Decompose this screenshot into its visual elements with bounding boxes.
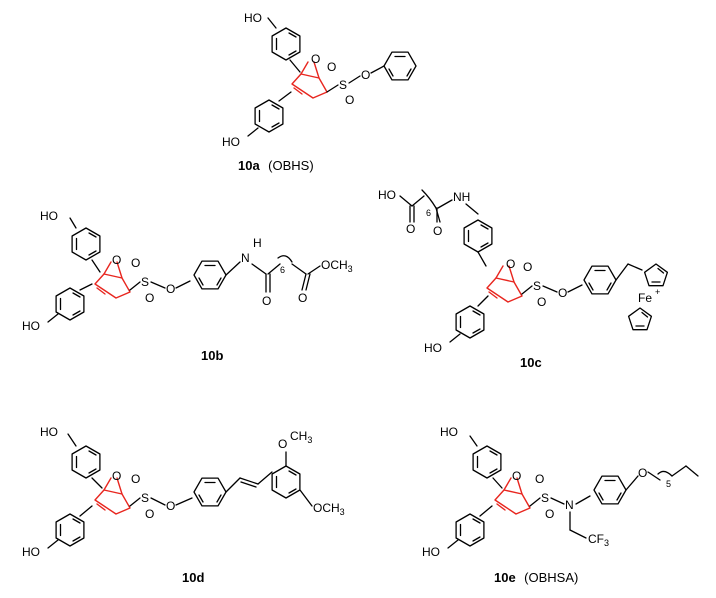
sulfonyl-oxygen-label: O bbox=[327, 60, 336, 74]
structure-10b: HO HO O S O O O N H O 6 O OCH3 10b bbox=[22, 209, 353, 363]
aniline-ring bbox=[193, 260, 227, 290]
sulfur-label: S bbox=[339, 78, 347, 92]
sulfonyl-oxygen-label: O bbox=[145, 291, 154, 305]
ester-oxygen-label: O bbox=[166, 499, 175, 513]
sulfur-label: S bbox=[141, 275, 149, 289]
chain-repeat-label: 5 bbox=[666, 479, 671, 489]
anisole-ring bbox=[593, 475, 627, 505]
oxabicyclic-core bbox=[94, 261, 131, 299]
caption-10e: 10e (OBHSA) bbox=[494, 569, 578, 586]
caption-10a: 10a (OBHS) bbox=[238, 157, 314, 174]
hydroxyl-label: HO bbox=[244, 11, 262, 25]
hydroxyl-label: HO bbox=[424, 341, 442, 355]
sulfonyl-oxygen-label: O bbox=[145, 507, 154, 521]
iron-label: Fe bbox=[638, 291, 652, 305]
cyclopentadienyl-lower bbox=[627, 307, 653, 331]
sulfur-label: S bbox=[141, 491, 149, 505]
ether-oxygen-label: O bbox=[638, 466, 647, 480]
sulfonyl-oxygen-label: O bbox=[523, 260, 532, 274]
hydroxyl-label: HO bbox=[22, 319, 40, 333]
methoxy-label: CH3 bbox=[290, 429, 312, 445]
stilbene-ring-a bbox=[193, 477, 227, 507]
sulfonyl-oxygen-label: O bbox=[131, 472, 140, 486]
caption-10c: 10c bbox=[520, 355, 542, 370]
methoxy-oxygen-label: O bbox=[278, 437, 287, 451]
amide-nh-label: NH bbox=[453, 190, 470, 204]
bridge-oxygen-label: O bbox=[311, 52, 320, 66]
structure-10e: HO HO O S O O N CF3 O 5 10e (OBHSA) bbox=[422, 425, 699, 586]
trifluoromethyl-label: CF3 bbox=[588, 532, 609, 548]
phenol-ring-bottom bbox=[254, 99, 284, 133]
amide-nh-label: N bbox=[241, 251, 250, 265]
sulfonamide-nitrogen-label: N bbox=[565, 498, 574, 512]
amide-oxygen-label: O bbox=[433, 224, 442, 238]
stilbene-ring-b bbox=[271, 465, 301, 499]
structure-10a: HO HO O S O O O 10a (OBHS) bbox=[222, 11, 417, 174]
cyclopentadienyl-upper bbox=[643, 263, 669, 287]
aniline-ring bbox=[463, 219, 493, 253]
ester-oxygen-label: O bbox=[166, 282, 175, 296]
ester-oxygen-label: O bbox=[361, 68, 370, 82]
oxabicyclic-core bbox=[494, 477, 531, 515]
sulfonyl-oxygen-label: O bbox=[545, 507, 554, 521]
sulfur-label: S bbox=[533, 279, 541, 293]
caption-10b: 10b bbox=[201, 348, 223, 363]
bridge-oxygen-label: O bbox=[112, 253, 121, 267]
hydroxyl-label: HO bbox=[440, 425, 458, 439]
sulfur-label: S bbox=[541, 491, 549, 505]
benzyl-ring bbox=[583, 265, 617, 295]
sulfonyl-oxygen-label: O bbox=[537, 295, 546, 309]
phenol-ring-bottom bbox=[455, 513, 485, 547]
caption-10d: 10d bbox=[182, 570, 204, 585]
ester-carbonyl-oxygen-label: O bbox=[298, 291, 307, 305]
methoxy-label: OCH3 bbox=[313, 501, 345, 517]
chain-repeat-label: 6 bbox=[426, 208, 431, 218]
bridge-oxygen-label: O bbox=[506, 257, 515, 271]
chain-repeat-label: 6 bbox=[280, 265, 285, 275]
carbonyl-oxygen-label: O bbox=[262, 294, 271, 308]
carboxyl-oxygen-label: O bbox=[406, 222, 415, 236]
phenol-ring-top bbox=[71, 445, 101, 479]
sulfonyl-oxygen-label: O bbox=[345, 93, 354, 107]
phenol-ring-bottom bbox=[55, 287, 85, 321]
carboxyl-hydroxyl-label: HO bbox=[378, 188, 396, 202]
ester-oxygen-label: O bbox=[558, 286, 567, 300]
oxabicyclic-core bbox=[486, 265, 523, 303]
hydroxyl-label: HO bbox=[222, 135, 240, 149]
hydroxyl-label: HO bbox=[40, 209, 58, 223]
structure-10d: HO HO O S O O O O CH3 OCH3 10d bbox=[22, 425, 345, 585]
phenol-ring-top bbox=[271, 27, 301, 61]
oxabicyclic-core bbox=[94, 477, 131, 515]
phenol-ring-top bbox=[472, 445, 502, 479]
structure-10c: HO O 6 O NH HO O S O O O Fe + 10c bbox=[378, 188, 669, 370]
iron-charge-label: + bbox=[655, 287, 660, 297]
hydroxyl-label: HO bbox=[422, 545, 440, 559]
phenol-ring-bottom bbox=[55, 513, 85, 547]
hydroxyl-label: HO bbox=[22, 545, 40, 559]
amide-h-label: H bbox=[253, 236, 262, 250]
hydroxyl-label: HO bbox=[40, 425, 58, 439]
methoxy-label: OCH3 bbox=[321, 258, 353, 274]
phenyl-ring bbox=[383, 51, 417, 81]
sulfonyl-oxygen-label: O bbox=[131, 256, 140, 270]
phenol-ring bbox=[455, 305, 485, 339]
bridge-oxygen-label: O bbox=[112, 469, 121, 483]
phenol-ring-top bbox=[71, 227, 101, 261]
sulfonyl-oxygen-label: O bbox=[535, 472, 544, 486]
bridge-oxygen-label: O bbox=[512, 469, 521, 483]
oxabicyclic-core bbox=[291, 61, 328, 99]
